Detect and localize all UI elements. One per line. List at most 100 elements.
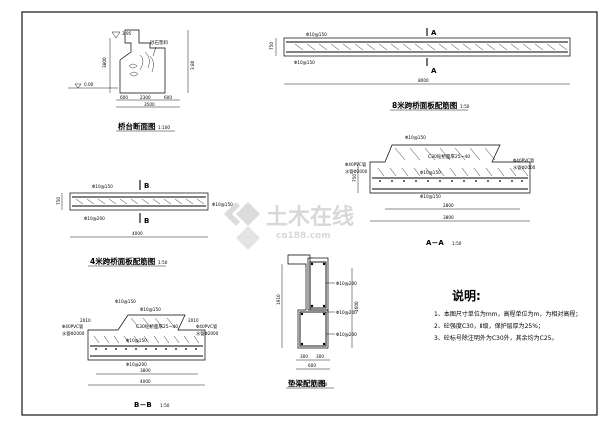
beam-base-total: 600 <box>308 363 316 368</box>
beam-column <box>307 257 329 311</box>
bb-pipe-right: Φ40PVC管 <box>196 323 217 330</box>
aa-pipe-right2: 水管Φ2000 <box>513 164 536 171</box>
b-label-top: B <box>144 182 149 190</box>
aa-pipe-left: Φ40PVC管 <box>345 161 366 168</box>
abutment-fill <box>139 51 154 73</box>
slab4-outline <box>69 192 209 211</box>
bb-pipe-left: Φ40PVC管 <box>62 323 83 330</box>
watermark: 土木在线 co188.com <box>224 202 354 250</box>
bb-pipe-left2: 水管Φ2000 <box>62 330 85 337</box>
slab8-scale: 1:50 <box>460 104 470 109</box>
slab4-length: 4000 <box>132 231 143 236</box>
bb-title: B－B <box>134 401 152 409</box>
bb-hatch <box>93 317 200 344</box>
aa-dim-inner: 2800 <box>443 203 454 208</box>
base-elev-value: 3.80 <box>190 60 195 70</box>
cut-label-top: A <box>431 29 437 37</box>
material-note: 砂石垫料 <box>150 39 168 46</box>
aa-pipe-right: Φ40PVC管 <box>513 157 534 164</box>
bb-dim-total: 4000 <box>140 379 151 384</box>
aa-dim-total: 3800 <box>443 215 454 220</box>
aa-height: 750 <box>352 174 357 182</box>
bottom-elev-value: 0.00 <box>84 82 94 87</box>
slab4-thickness: 750 <box>56 197 61 205</box>
aa-rebar-top: Φ10@150 <box>405 135 426 140</box>
height-dim: 3800 <box>102 57 107 68</box>
slab4-rebar-top: Φ10@150 <box>92 184 113 189</box>
slab8-rebar-bottom: Φ10@150 <box>294 60 315 65</box>
beam-base-bars <box>299 311 327 347</box>
beam-rebar-mid: Φ10@200 <box>336 310 357 315</box>
note-1: 1、本图尺寸单位为mm，高程单位为m，为相对高程； <box>434 310 581 318</box>
beam-base-dim-1: 300 <box>300 354 308 359</box>
dim-seg-1: 600 <box>120 95 128 100</box>
beam-scale: 1:50 <box>318 382 328 387</box>
note-3: 3、砼标号除注明外为C30外，其余均为C25。 <box>434 334 557 342</box>
slab8-hatch <box>294 43 568 51</box>
bottom-elev-icon <box>74 83 82 89</box>
abutment-outline <box>119 29 166 94</box>
aa-rebar-bottom: Φ10@150 <box>420 194 441 199</box>
water-level-icon <box>111 31 121 39</box>
abutment-title: 桥台断面图 <box>118 121 156 131</box>
notes-heading: 说明: <box>452 288 481 303</box>
watermark-logo-icon <box>224 202 260 250</box>
aa-hatch <box>377 147 529 177</box>
beam-base-dim-2: 300 <box>316 354 324 359</box>
beam-right-dim: 1600 <box>354 301 359 312</box>
bb-gap-left: 2010 <box>80 318 91 323</box>
bb-rebar-bottom: Φ10@200 <box>126 362 147 367</box>
aa-title: A－A <box>426 239 444 247</box>
beam-left-dim: 1910 <box>276 294 281 305</box>
section-bb: Φ10@150 Φ10@150 C30砼桥面厚25~40 Φ40PVC管 水管Φ… <box>62 299 219 409</box>
bb-outline <box>87 314 206 361</box>
bb-rebar-dots <box>95 348 197 350</box>
bb-rebar-top1: Φ10@150 <box>115 299 136 304</box>
bb-gap-right: 2010 <box>188 318 199 323</box>
note-2: 2、砼强度C30，Ⅱ级，保护层厚为25%； <box>434 322 544 330</box>
slab8-outline <box>283 37 571 57</box>
beam-column-bars <box>309 261 327 309</box>
slab8-title: 8米跨桥面板配筋图 <box>392 100 458 110</box>
slab4-elevation: B B Φ10@150 Φ10@150 Φ10@200 750 4000 4米跨… <box>56 180 233 267</box>
watermark-url: co188.com <box>276 231 331 241</box>
beam-rebar-bottom: Φ10@200 <box>336 332 357 337</box>
section-aa: Φ10@150 C30砼桥面厚25~40 Φ40PVC管 水管Φ2000 Φ40… <box>345 135 536 247</box>
slab8-rebar-top: Φ10@150 <box>306 32 327 37</box>
dim-total: 3500 <box>144 102 155 107</box>
dim-seg-2: 2300 <box>140 95 151 100</box>
sheet-border <box>21 11 598 416</box>
slab4-hatch <box>75 198 205 205</box>
beam-section: Φ10@200 Φ10@200 Φ10@200 1910 1600 300 30… <box>276 254 359 389</box>
aa-scale: 1:50 <box>452 241 462 246</box>
slab4-title: 4米跨桥面板配筋图 <box>90 256 156 266</box>
aa-rebar-dots <box>379 180 523 182</box>
slab8-elevation: A A Φ10@150 Φ10@150 750 8000 8米跨桥面板配筋图 1… <box>269 28 571 111</box>
watermark-brand: 土木在线 <box>266 204 354 230</box>
beam-rebar-top: Φ10@200 <box>336 281 357 286</box>
bb-rebar-mid: Φ10@150 <box>126 338 147 343</box>
b-label-bottom: B <box>144 217 149 225</box>
abutment-section: 3.95 砂石垫料 0.00 3800 3.80 600 2300 600 35… <box>68 29 195 132</box>
slab4-rebar-right: Φ10@150 <box>212 202 233 207</box>
bb-pipe-right2: 水管Φ2000 <box>196 330 219 337</box>
cut-label-bottom: A <box>431 67 437 75</box>
bb-rebar-top2: Φ10@150 <box>140 307 161 312</box>
material-leader <box>152 46 157 57</box>
aa-outline <box>369 144 531 194</box>
water-level-value: 3.95 <box>122 31 132 36</box>
bb-concrete-label: C30砼桥面厚25~40 <box>136 323 178 330</box>
beam-title: 垫梁配筋图 <box>288 378 326 388</box>
dim-seg-3: 600 <box>164 95 172 100</box>
abutment-stones <box>128 63 139 77</box>
slab4-scale: 1:50 <box>158 260 168 265</box>
aa-rebar-mid: Φ10@150 <box>420 170 441 175</box>
slab4-rebar-bottom: Φ10@200 <box>84 216 105 221</box>
aa-concrete-label: C30砼桥面厚25~40 <box>428 153 470 160</box>
abutment-scale: 1:100 <box>158 125 170 130</box>
bb-dim-inner: 3800 <box>140 368 151 373</box>
slab8-thickness: 750 <box>269 42 274 50</box>
aa-pipe-left2: 水管Φ2000 <box>345 168 368 175</box>
notes-block: 说明: 1、本图尺寸单位为mm，高程单位为m，为相对高程； 2、砼强度C30，Ⅱ… <box>434 288 581 342</box>
